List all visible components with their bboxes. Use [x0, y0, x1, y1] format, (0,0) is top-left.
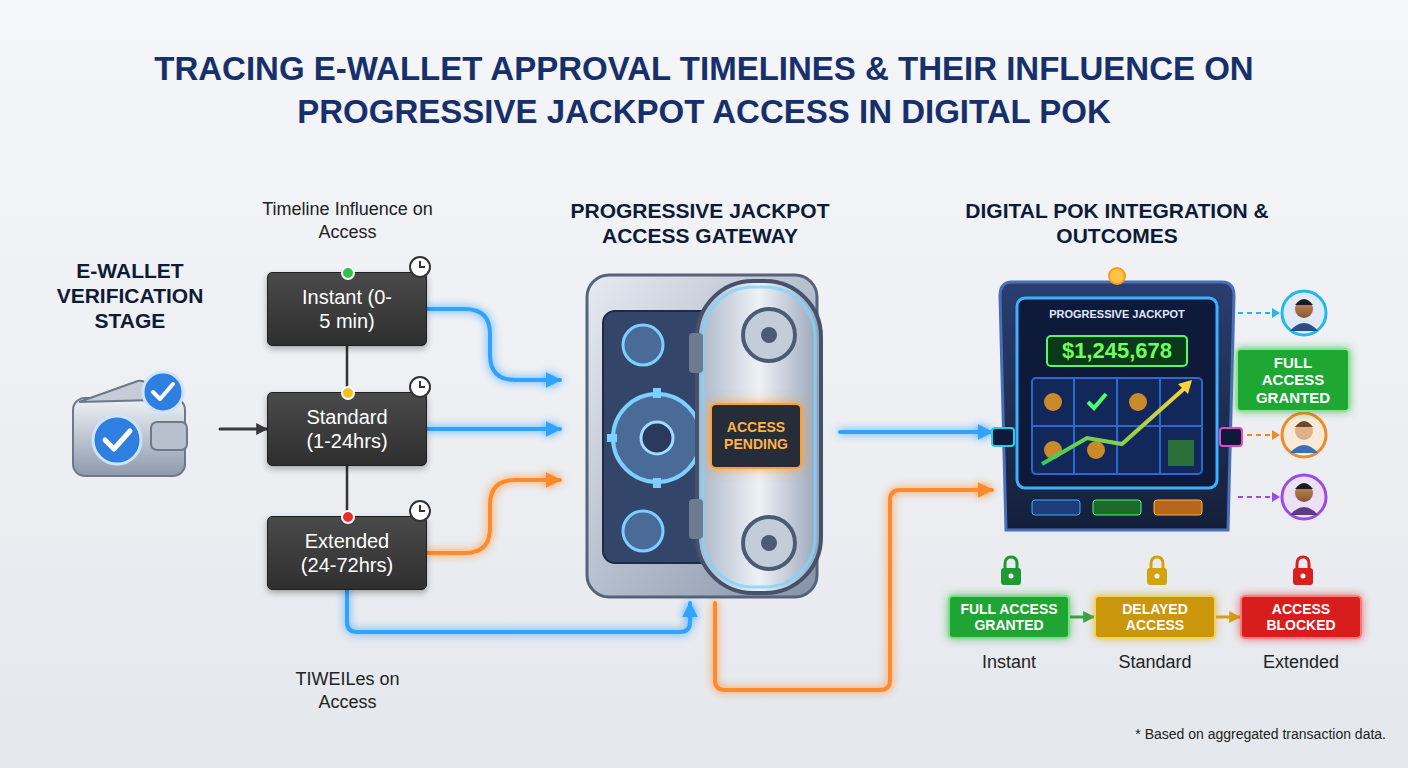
status-dot-and-clock	[268, 261, 428, 285]
vault-gateway: PROGRESSIVE JACKPOT ACCESS GATEWAY ACCESS…	[560, 198, 840, 603]
lock-icon	[1145, 555, 1169, 587]
outcome-text: ACCESS BLOCKED	[1247, 601, 1355, 633]
stage-node: E-WALLET VERIFICATION STAGE	[40, 258, 220, 334]
outcome-text: DELAYED ACCESS	[1101, 601, 1209, 633]
timeline-text: Extended (24-72hrs)	[300, 529, 394, 577]
timeline-box: Extended (24-72hrs)	[267, 516, 427, 590]
badge-text: ACCESS PENDING	[712, 419, 800, 454]
lock-icon	[999, 555, 1023, 587]
outcome-box: FULL ACCESS GRANTEDInstant	[948, 595, 1070, 639]
outcome-text: FULL ACCESS GRANTED	[955, 601, 1063, 633]
column-heading: DIGITAL POK INTEGRATION & OUTCOMES	[960, 198, 1274, 248]
timeline-text: Instant (0-5 min)	[300, 285, 394, 333]
timeline-box: Instant (0-5 min)	[267, 272, 427, 346]
connector	[427, 309, 560, 380]
connector	[220, 428, 267, 431]
user-avatar	[1282, 291, 1326, 335]
footnote: * Based on aggregated transaction data.	[1135, 726, 1386, 742]
outcome-caption: Standard	[1084, 652, 1226, 673]
status-dot-and-clock	[268, 505, 428, 529]
outcome-box: DELAYED ACCESSStandard	[1094, 595, 1216, 639]
column-label: TIWEILes on Access	[290, 668, 405, 713]
jackpot-amount: $1,245,678	[992, 336, 1242, 366]
outcome-box: FULL ACCESS GRANTED	[1236, 348, 1350, 412]
column-label: Timeline Influence on Access	[250, 198, 445, 243]
user-avatar	[1282, 475, 1326, 519]
column-heading: PROGRESSIVE JACKPOT ACCESS GATEWAY	[560, 198, 840, 248]
connector	[840, 430, 992, 434]
slot-machine: DIGITAL POK INTEGRATION & OUTCOMESPROGRE…	[992, 198, 1242, 538]
status-dot-and-clock	[268, 381, 428, 405]
user-avatar	[1282, 413, 1326, 457]
connector	[346, 346, 349, 392]
connector	[427, 480, 560, 553]
connector	[1216, 616, 1240, 619]
outcome-caption: Instant	[938, 652, 1080, 673]
outcome-text: FULL ACCESS GRANTED	[1243, 354, 1343, 406]
status-badge: ACCESS PENDING	[710, 403, 802, 469]
diagram-title: TRACING E-WALLET APPROVAL TIMELINES & TH…	[54, 48, 1354, 134]
wallet-icon	[65, 356, 195, 486]
connector	[427, 427, 560, 431]
screen-title: PROGRESSIVE JACKPOT	[992, 308, 1242, 320]
stage-heading: E-WALLET VERIFICATION STAGE	[40, 258, 220, 334]
outcome-caption: Extended	[1230, 652, 1372, 673]
connector	[346, 466, 349, 516]
timeline-text: Standard (1-24hrs)	[300, 405, 394, 453]
outcome-box: ACCESS BLOCKEDExtended	[1240, 595, 1362, 639]
lock-icon	[1291, 555, 1315, 587]
timeline-box: Standard (1-24hrs)	[267, 392, 427, 466]
connector	[1070, 616, 1094, 619]
